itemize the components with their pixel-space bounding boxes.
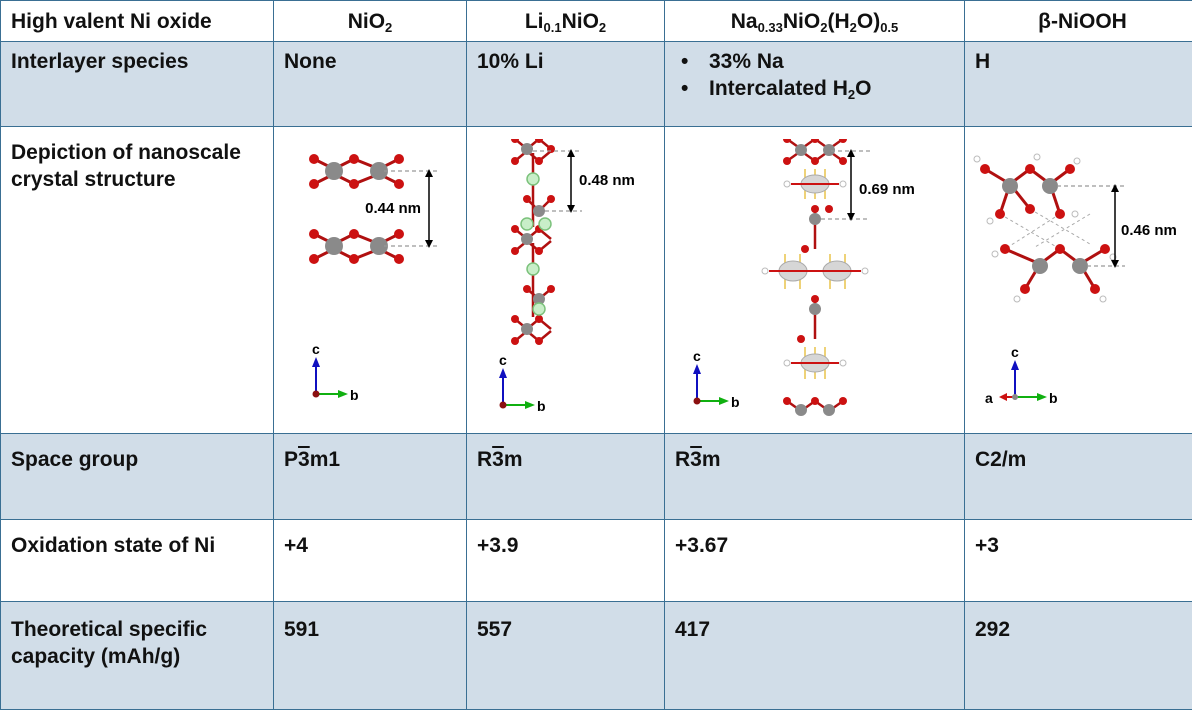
oxidation-na: +3.67	[665, 520, 965, 602]
spacing-label-niooh: 0.46 nm	[1121, 222, 1177, 239]
interlayer-nio2: None	[274, 42, 467, 127]
interlayer-li: 10% Li	[467, 42, 665, 127]
na-nio2-structure-diagram: 0.69 nm c b	[665, 139, 965, 419]
structure-nio2: 0.44 nm c b	[274, 127, 467, 434]
space-group-na: R3m	[665, 434, 965, 520]
interlayer-label: Interlayer species	[1, 42, 274, 127]
capacity-nio2: 591	[274, 602, 467, 710]
row-capacity: Theoretical specific capacity (mAh/g) 59…	[1, 602, 1192, 710]
spacing-label-na: 0.69 nm	[859, 181, 915, 198]
capacity-label: Theoretical specific capacity (mAh/g)	[1, 602, 274, 710]
space-group-nio2: P3m1	[274, 434, 467, 520]
svg-text:c: c	[499, 352, 507, 368]
svg-text:b: b	[537, 398, 546, 414]
svg-text:b: b	[350, 387, 359, 403]
svg-text:b: b	[1049, 390, 1058, 406]
li-nio2-structure-diagram: 0.48 nm c b	[467, 139, 665, 419]
axis-indicator-niooh: c b a	[985, 344, 1058, 406]
header-na-nio2: Na0.33NiO2(H2O)0.5	[665, 1, 965, 42]
depiction-label: Depiction of nanoscale crystal structure	[1, 127, 274, 434]
capacity-li: 557	[467, 602, 665, 710]
oxidation-niooh: +3	[965, 520, 1192, 602]
bullet-h2o: Intercalated H2O	[675, 75, 964, 102]
svg-text:c: c	[312, 341, 320, 357]
axis-indicator-na: c b	[693, 348, 740, 410]
row-interlayer: Interlayer species None 10% Li 33% Na In…	[1, 42, 1192, 127]
oxidation-li: +3.9	[467, 520, 665, 602]
oxidation-label: Oxidation state of Ni	[1, 520, 274, 602]
header-li-nio2: Li0.1NiO2	[467, 1, 665, 42]
header-label: High valent Ni oxide	[1, 1, 274, 42]
axis-indicator-li: c b	[499, 352, 546, 414]
space-group-label: Space group	[1, 434, 274, 520]
niooh-structure-diagram: 0.46 nm c b a	[965, 139, 1192, 419]
capacity-na: 417	[665, 602, 965, 710]
nio2-structure-diagram: 0.44 nm c b	[274, 139, 467, 419]
svg-text:c: c	[1011, 344, 1019, 360]
structure-li-nio2: 0.48 nm c b	[467, 127, 665, 434]
svg-text:b: b	[731, 394, 740, 410]
spacing-label-li: 0.48 nm	[579, 172, 635, 189]
interlayer-na: 33% Na Intercalated H2O	[665, 42, 965, 127]
spacing-label-nio2: 0.44 nm	[365, 200, 421, 217]
space-group-li: R3m	[467, 434, 665, 520]
svg-text:a: a	[985, 390, 993, 406]
svg-text:c: c	[693, 348, 701, 364]
oxidation-nio2: +4	[274, 520, 467, 602]
axis-indicator-nio2: c b	[312, 341, 359, 403]
row-space-group: Space group P3m1 R3m R3m C2/m	[1, 434, 1192, 520]
header-beta-niooh: β-NiOOH	[965, 1, 1192, 42]
row-depiction: Depiction of nanoscale crystal structure	[1, 127, 1192, 434]
header-row: High valent Ni oxide NiO2 Li0.1NiO2 Na0.…	[1, 1, 1192, 42]
header-nio2: NiO2	[274, 1, 467, 42]
row-oxidation-state: Oxidation state of Ni +4 +3.9 +3.67 +3	[1, 520, 1192, 602]
interlayer-niooh: H	[965, 42, 1192, 127]
structure-na-nio2: 0.69 nm c b	[665, 127, 965, 434]
capacity-niooh: 292	[965, 602, 1192, 710]
bullet-na: 33% Na	[675, 48, 964, 75]
structure-beta-niooh: 0.46 nm c b a	[965, 127, 1192, 434]
space-group-niooh: C2/m	[965, 434, 1192, 520]
